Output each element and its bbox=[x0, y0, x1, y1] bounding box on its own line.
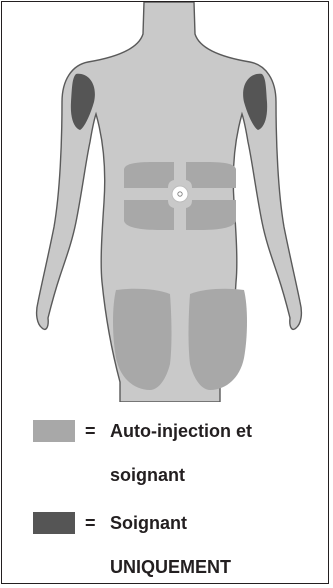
abdomen-lower-left bbox=[124, 200, 174, 230]
navel bbox=[178, 192, 182, 196]
body-diagram bbox=[2, 2, 330, 402]
self-and-caregiver-label-line1: Auto-injection et bbox=[110, 420, 252, 442]
abdomen-lower-right bbox=[186, 200, 236, 230]
right-thigh-zone bbox=[189, 289, 248, 390]
legend-self-and-caregiver: = Auto-injection et soignant bbox=[2, 420, 328, 450]
abdomen-upper-right bbox=[186, 162, 236, 188]
diagram-frame: = Auto-injection et soignant = Soignant … bbox=[1, 1, 329, 584]
self-and-caregiver-swatch bbox=[33, 420, 75, 442]
caregiver-only-swatch bbox=[33, 512, 75, 534]
caregiver-only-label-line2: UNIQUEMENT bbox=[110, 556, 231, 578]
abdomen-upper-left bbox=[124, 162, 174, 188]
caregiver-only-label-line1: Soignant bbox=[110, 512, 187, 534]
legend-caregiver-only: = Soignant UNIQUEMENT bbox=[2, 512, 328, 542]
equals-sign: = bbox=[85, 512, 96, 534]
equals-sign: = bbox=[85, 420, 96, 442]
self-and-caregiver-label-line2: soignant bbox=[110, 464, 185, 486]
